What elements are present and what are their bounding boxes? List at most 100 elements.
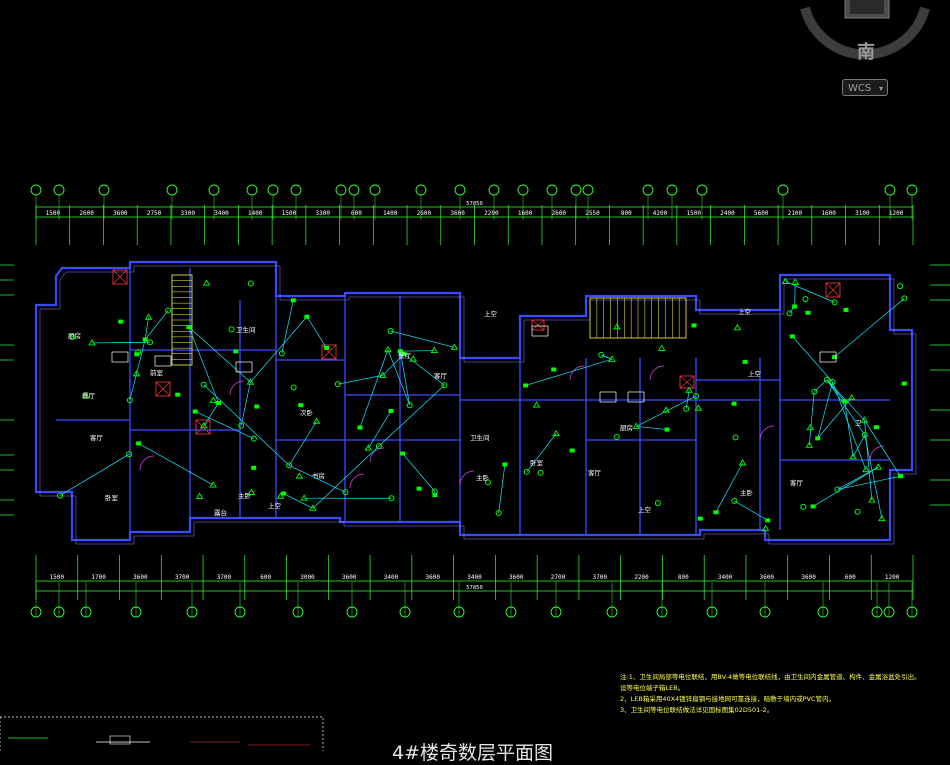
room-label: 前室 xyxy=(150,368,164,377)
dimension-label: 1600 xyxy=(821,210,836,217)
room-label: 卫生间 xyxy=(470,433,490,442)
room-label: 卫生间 xyxy=(236,325,256,334)
socket-symbol xyxy=(743,360,748,364)
socket-symbol xyxy=(134,352,139,356)
dimension-label: 600 xyxy=(260,574,271,581)
note-line: 设等电位端子箱LEB。 xyxy=(620,683,860,694)
socket-symbol xyxy=(357,425,362,429)
dimension-label: 3700 xyxy=(175,574,190,581)
dimension-label: 3600 xyxy=(133,574,148,581)
dimension-label: 3400 xyxy=(467,574,482,581)
socket-symbol xyxy=(216,401,221,405)
ucs-label: WCS xyxy=(848,83,871,94)
socket-symbol xyxy=(806,311,811,315)
socket-symbol xyxy=(815,436,820,440)
dimension-label: 3600 xyxy=(450,210,465,217)
dimension-label: 1500 xyxy=(46,210,61,217)
socket-symbol xyxy=(902,382,907,386)
dimension-label: 1500 xyxy=(687,210,702,217)
socket-symbol xyxy=(842,399,847,403)
socket-symbol xyxy=(844,308,849,312)
socket-symbol xyxy=(432,493,437,497)
socket-symbol xyxy=(551,368,556,372)
viewcube-face-inner xyxy=(850,0,884,14)
socket-symbol xyxy=(713,510,718,514)
room-label: 卧室 xyxy=(105,493,119,502)
dimension-label: 3600 xyxy=(801,574,816,581)
total-dimension-label: 57850 xyxy=(466,585,483,591)
dimension-label: 3100 xyxy=(855,210,870,217)
room-label: 次卧 xyxy=(300,408,314,417)
dimension-label: 3600 xyxy=(509,574,524,581)
plan-title: 4#楼奇数层平面图 xyxy=(392,738,553,765)
room-label: 露台 xyxy=(214,508,227,517)
note-line: 2、LEB箱采用40X4镀锌扁钢与接地网可靠连接，暗敷于墙内或PVC管内。 xyxy=(620,694,860,705)
ucs-menu-button[interactable]: WCS ▾ xyxy=(842,79,888,96)
dimension-label: 800 xyxy=(621,210,632,217)
socket-symbol xyxy=(732,402,737,406)
socket-symbol xyxy=(233,349,238,353)
socket-symbol xyxy=(898,474,903,478)
note-line: 3、卫生间等电位联结做法详见国标图集02D501-2。 xyxy=(620,705,860,716)
dimension-label: 5600 xyxy=(754,210,769,217)
socket-symbol xyxy=(874,425,879,429)
room-label: 客厅 xyxy=(790,478,804,487)
socket-symbol xyxy=(790,334,795,338)
socket-symbol xyxy=(298,403,303,407)
dimension-label: 3700 xyxy=(217,574,232,581)
dimension-label: 1400 xyxy=(383,210,398,217)
socket-symbol xyxy=(254,405,259,409)
socket-symbol xyxy=(186,325,191,329)
dimension-label: 2400 xyxy=(720,210,735,217)
socket-symbol xyxy=(665,428,670,432)
dimension-label: 3000 xyxy=(300,574,315,581)
socket-symbol xyxy=(136,441,141,445)
room-label: 上空 xyxy=(268,501,282,510)
room-label: 书房 xyxy=(312,471,325,480)
dimension-label: 2200 xyxy=(634,574,649,581)
room-label: 上空 xyxy=(738,307,752,316)
dimension-label: 3700 xyxy=(593,574,608,581)
dimension-label: 3400 xyxy=(214,210,229,217)
dimension-label: 600 xyxy=(351,210,362,217)
dimension-label: 2750 xyxy=(147,210,162,217)
dimension-label: 1500 xyxy=(50,574,65,581)
dimension-label: 2600 xyxy=(552,210,567,217)
socket-symbol xyxy=(175,393,180,397)
room-label: 餐厅 xyxy=(398,351,412,360)
socket-symbol xyxy=(251,466,256,470)
room-label: 上空 xyxy=(748,369,762,378)
dimension-label: 1600 xyxy=(518,210,533,217)
dimension-label: 1700 xyxy=(91,574,106,581)
dimension-label: 3600 xyxy=(760,574,775,581)
dimension-label: 4200 xyxy=(653,210,668,217)
socket-symbol xyxy=(811,504,816,508)
dimension-label: 3400 xyxy=(384,574,399,581)
socket-symbol xyxy=(291,298,296,302)
socket-symbol xyxy=(417,487,422,491)
socket-symbol xyxy=(523,383,528,387)
socket-symbol xyxy=(765,518,770,522)
dimension-label: 3600 xyxy=(342,574,357,581)
room-label: 上空 xyxy=(484,309,498,318)
chevron-down-icon: ▾ xyxy=(879,80,883,97)
room-label: 客厅 xyxy=(434,371,448,380)
dimension-label: 3600 xyxy=(426,574,441,581)
room-label: 客厅 xyxy=(588,468,602,477)
socket-symbol xyxy=(400,452,405,456)
dimension-label: 2600 xyxy=(417,210,432,217)
dimension-label: 3300 xyxy=(181,210,196,217)
dimension-label: 2700 xyxy=(551,574,566,581)
room-label: 卧室 xyxy=(530,458,544,467)
room-label: 上空 xyxy=(638,505,652,514)
dimension-label: 2200 xyxy=(484,210,499,217)
viewcube-direction-label[interactable]: 南 xyxy=(853,38,879,64)
dimension-label: 3600 xyxy=(113,210,128,217)
room-label: 主卧 xyxy=(238,491,252,500)
room-label: 主卧 xyxy=(476,473,490,482)
socket-symbol xyxy=(502,462,507,466)
room-label: 厨房 xyxy=(68,331,81,340)
socket-symbol xyxy=(143,337,148,341)
